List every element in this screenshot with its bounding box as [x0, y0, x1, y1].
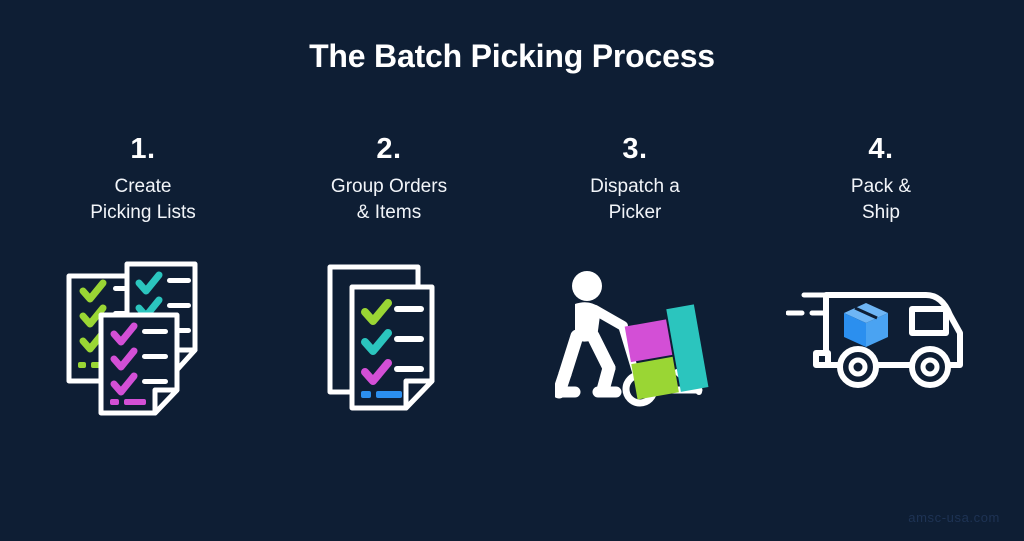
step-label: Pack & Ship — [850, 176, 912, 223]
grouped-documents-icon — [324, 258, 454, 423]
process-step-4: 4. Pack & Ship — [758, 132, 1004, 423]
step-number: 2. — [376, 133, 402, 165]
page-title: The Batch Picking Process — [309, 38, 715, 74]
step-label: Group Orders & Items — [330, 176, 448, 223]
picking-lists-icon — [63, 258, 223, 423]
process-step-1: 1. Create Picking Lists — [20, 132, 266, 423]
step-number: 4. — [868, 133, 894, 165]
step-number: 3. — [622, 133, 648, 165]
step-label: Dispatch a Picker — [590, 176, 680, 223]
delivery-van-icon — [786, 258, 976, 423]
process-steps-row: 1. Create Picking Lists — [0, 132, 1024, 492]
site-watermark: amsc-usa.com — [908, 510, 1000, 525]
step-number: 1. — [130, 133, 156, 165]
process-step-3: 3. Dispatch a Picker — [512, 132, 758, 423]
process-step-2: 2. Group Orders & Items — [266, 132, 512, 423]
step-label: Create Picking Lists — [90, 176, 196, 223]
worker-hand-truck-icon — [555, 258, 715, 423]
